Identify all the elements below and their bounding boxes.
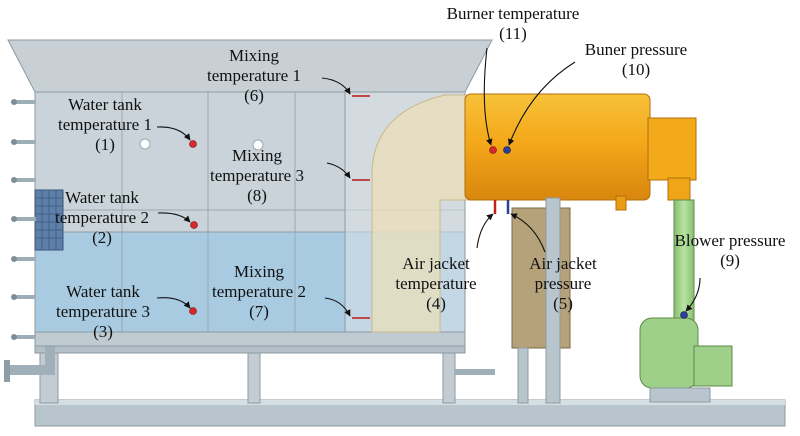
port — [139, 138, 151, 150]
label-number: (4) — [426, 294, 446, 313]
blower-base — [649, 387, 711, 403]
label-water-tank-temperature-3: Water tank temperature 3 (3) — [56, 282, 150, 342]
label-line: pressure — [534, 274, 592, 293]
blower-housing — [639, 317, 699, 389]
tank-leg — [247, 344, 261, 404]
label-line: temperature 1 — [58, 115, 152, 134]
drain-flange-left — [4, 360, 10, 382]
sensor-water-tank-temperature-2 — [190, 221, 198, 229]
label-number: (11) — [499, 24, 527, 43]
label-number: (1) — [95, 135, 115, 154]
label-line: Blower pressure — [674, 231, 786, 250]
label-water-tank-temperature-2: Water tank temperature 2 (2) — [55, 188, 149, 248]
burner-drip — [615, 195, 627, 211]
label-air-jacket-temperature: Air jacket temperature (4) — [395, 254, 476, 314]
callout-arrows — [156, 47, 701, 317]
sensor-blower-pressure — [680, 311, 688, 319]
label-line: temperature 3 — [56, 302, 150, 321]
pressure-sensors — [503, 146, 688, 319]
label-line: temperature 1 — [207, 66, 301, 85]
label-line: Water tank — [65, 188, 139, 207]
side-nozzle-caps — [11, 99, 17, 340]
label-line: temperature 2 — [212, 282, 306, 301]
label-burner-temperature: Burner temperature (11) — [447, 4, 580, 44]
blower-motor — [693, 345, 733, 387]
label-line: Buner pressure — [584, 40, 688, 59]
sensor-water-tank-temperature-1 — [189, 140, 197, 148]
mixing-probes — [352, 95, 370, 319]
label-blower-pressure: Blower pressure (9) — [675, 231, 786, 271]
label-line: Air jacket — [529, 254, 597, 273]
base-rail — [35, 400, 785, 405]
label-line: Water tank — [66, 282, 140, 301]
label-number: (10) — [621, 60, 651, 79]
label-air-jacket-pressure: Air jacket pressure (5) — [529, 254, 597, 314]
label-line: Air jacket — [402, 254, 470, 273]
label-line: temperature 3 — [210, 166, 304, 185]
label-water-tank-temperature-1: Water tank temperature 1 (1) — [58, 95, 152, 155]
label-line: Water tank — [68, 95, 142, 114]
label-number: (5) — [553, 294, 573, 313]
side-nozzles — [14, 100, 36, 339]
label-line: Mixing — [228, 46, 280, 65]
label-mixing-temperature-3: Mixing temperature 3 (8) — [210, 146, 304, 206]
label-line: temperature 2 — [55, 208, 149, 227]
label-number: (6) — [244, 86, 264, 105]
label-line: Mixing — [231, 146, 283, 165]
label-number: (7) — [249, 302, 269, 321]
burner-nozzle — [667, 177, 691, 201]
tank-leg — [442, 344, 456, 404]
label-number: (2) — [92, 228, 112, 247]
temperature-sensors — [189, 140, 497, 315]
air-jacket-post — [545, 197, 561, 404]
sensor-water-tank-temperature-3 — [189, 307, 197, 315]
label-line: temperature — [395, 274, 477, 293]
burner-cap — [647, 117, 697, 181]
label-burner-pressure: Buner pressure (10) — [585, 40, 687, 80]
port — [252, 139, 264, 151]
label-mixing-temperature-1: Mixing temperature 1 (6) — [207, 46, 301, 106]
label-number: (9) — [720, 251, 740, 270]
drain-pipe-left — [8, 345, 55, 375]
label-mixing-temperature-2: Mixing temperature 2 (7) — [212, 262, 306, 322]
coil-mesh — [35, 190, 63, 250]
label-number: (8) — [247, 186, 267, 205]
label-number: (3) — [93, 322, 113, 341]
sensor-burner-pressure — [503, 146, 511, 154]
air-jacket-post — [517, 347, 529, 404]
sensor-burner-temperature — [489, 146, 497, 154]
label-line: Burner temperature — [446, 4, 580, 23]
label-line: Mixing — [233, 262, 285, 281]
